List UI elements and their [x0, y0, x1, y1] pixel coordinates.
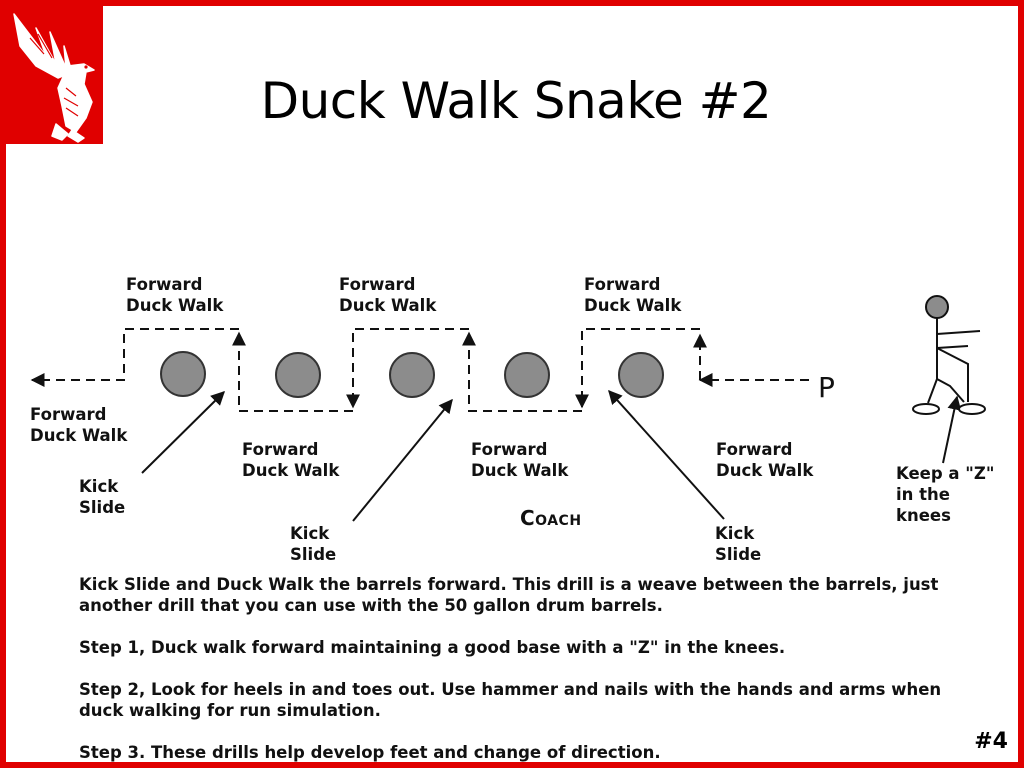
label-kick-slide-1: Kick Slide: [79, 477, 126, 517]
drill-description: Kick Slide and Duck Walk the barrels for…: [79, 574, 959, 762]
description-intro: Kick Slide and Duck Walk the barrels for…: [79, 575, 939, 615]
label-keep-z: Keep a "Z" in the knees: [896, 464, 995, 525]
kick-slide-arrow-3: [608, 389, 725, 520]
slide-title: Duck Walk Snake #2: [260, 72, 772, 130]
path-segment-c: [462, 331, 582, 412]
label-kick-slide-3: Kick Slide: [715, 524, 762, 564]
label-forward-bottom-2: Forward Duck Walk: [471, 440, 569, 480]
description-step-1: Step 1, Duck walk forward maintaining a …: [79, 638, 786, 657]
keep-z-arrow: [942, 395, 962, 464]
barrel-5: [618, 352, 664, 398]
path-segment-d: [346, 328, 469, 409]
label-forward-bottom-3: Forward Duck Walk: [716, 440, 814, 480]
barrel-2: [275, 352, 321, 398]
path-segment-e: [232, 331, 353, 412]
label-forward-bottom-1: Forward Duck Walk: [242, 440, 340, 480]
label-forward-left: Forward Duck Walk: [30, 405, 128, 445]
label-forward-top-2: Forward Duck Walk: [339, 275, 437, 315]
barrel-4: [504, 352, 550, 398]
path-segment-b: [575, 328, 700, 409]
coach-label: Coach: [520, 506, 582, 530]
eagle-logo-icon: [13, 13, 95, 143]
description-step-3: Step 3. These drills help develop feet a…: [79, 743, 661, 762]
slide-number: #4: [974, 729, 1008, 754]
barrel-3: [389, 352, 435, 398]
player-marker: P: [818, 371, 835, 404]
logo: [6, 6, 103, 144]
path-segment-f: [30, 328, 239, 387]
kick-slide-arrow-1: [141, 391, 225, 474]
label-kick-slide-2: Kick Slide: [290, 524, 337, 564]
player-figure: [912, 295, 986, 415]
description-step-2: Step 2, Look for heels in and toes out. …: [79, 680, 942, 720]
drill-diagram: [30, 295, 986, 522]
barrel-1: [160, 351, 206, 397]
label-forward-top-1: Forward Duck Walk: [126, 275, 224, 315]
kick-slide-arrow-2: [352, 398, 453, 522]
label-forward-top-3: Forward Duck Walk: [584, 275, 682, 315]
